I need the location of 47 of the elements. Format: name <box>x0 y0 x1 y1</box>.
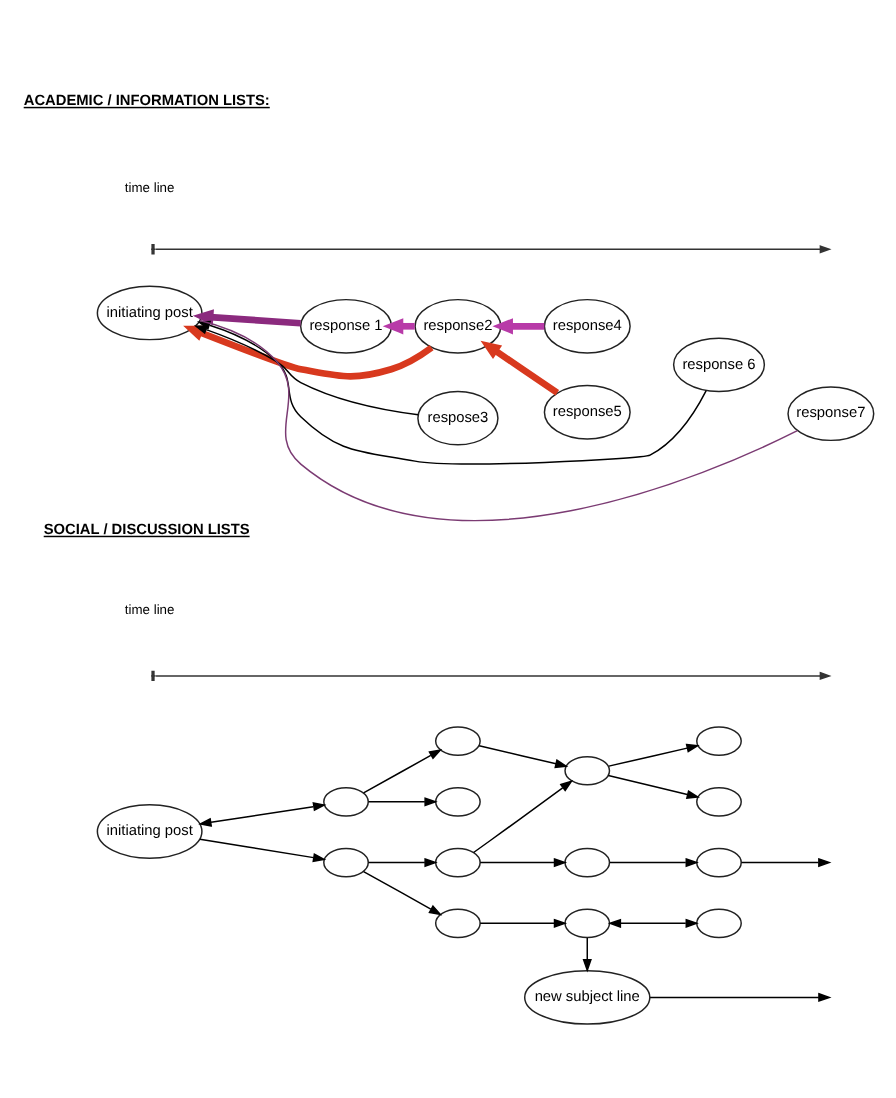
arrow <box>362 748 443 793</box>
node-ellipse <box>564 754 611 785</box>
node-ellipse <box>564 846 611 877</box>
arrow <box>198 801 327 826</box>
arrow <box>479 917 568 927</box>
node-ellipse <box>323 846 369 877</box>
arrow <box>199 837 327 862</box>
node-ellipse <box>434 786 481 816</box>
node-ellipse <box>696 846 742 877</box>
arrow <box>649 991 832 1002</box>
arrow <box>740 856 832 867</box>
node-ellipse: response 1 <box>299 297 393 353</box>
arrow <box>367 856 438 867</box>
node-ellipse: respose3 <box>417 389 499 445</box>
arrow <box>492 317 545 334</box>
arrow <box>609 856 699 867</box>
node-ellipse <box>696 725 742 755</box>
node-ellipse: new subject line <box>523 969 651 1024</box>
node-ellipse <box>696 907 742 938</box>
node-ellipse <box>434 846 481 877</box>
node-ellipse <box>696 786 742 816</box>
node-ellipse: response4 <box>543 297 631 353</box>
node-ellipse: response2 <box>414 297 502 353</box>
node-ellipse: response5 <box>543 383 631 439</box>
node-ellipse <box>323 786 369 816</box>
node-ellipse: response 6 <box>672 336 766 392</box>
node-ellipse: initiating post <box>96 803 203 858</box>
arrow <box>472 779 574 853</box>
node-ellipse: initiating post <box>96 284 203 340</box>
node-ellipse <box>564 907 611 938</box>
node-ellipse <box>434 725 481 755</box>
arrow <box>608 742 700 766</box>
node-ellipse <box>434 907 481 938</box>
arrow <box>362 869 443 915</box>
arrow <box>183 324 434 379</box>
arrow <box>582 936 592 972</box>
arrow <box>607 773 700 799</box>
node-ellipse: response7 <box>787 385 875 441</box>
label: ACADEMIC / INFORMATION LISTS: <box>23 89 270 108</box>
arrow <box>480 339 560 395</box>
arrow <box>478 744 569 768</box>
arrow <box>607 917 699 927</box>
arrow <box>193 324 419 415</box>
arrow <box>367 796 438 806</box>
arrow <box>479 856 568 867</box>
label: SOCIAL / DISCUSSION LISTS <box>43 518 250 537</box>
arrow <box>192 308 301 326</box>
